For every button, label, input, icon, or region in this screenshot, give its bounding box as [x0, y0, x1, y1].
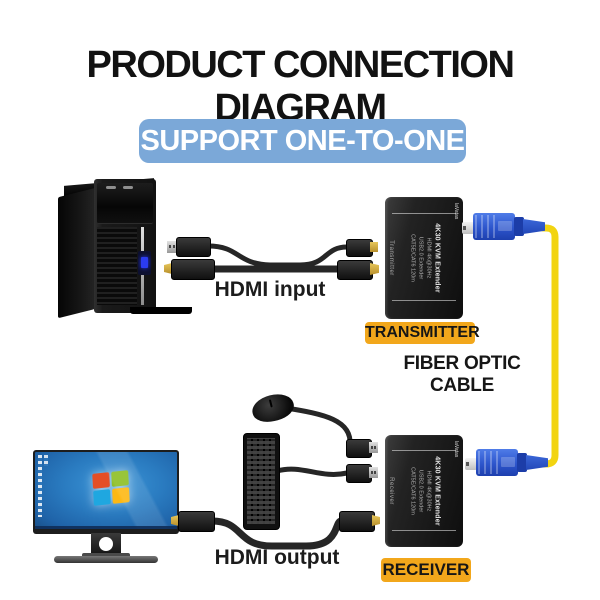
monitor-screen: [35, 452, 177, 529]
receiver-side-label: Receiver: [388, 477, 394, 505]
monitor-stand-neck: [91, 533, 121, 555]
screen-glare: [35, 452, 177, 529]
keyboard-cable: [274, 466, 350, 477]
device-brand: laVatas: [453, 441, 459, 458]
sc-ferrule: [465, 458, 477, 470]
pc-tower: [58, 178, 192, 319]
hdmi-output-cable: [208, 517, 345, 550]
monitor-base: [54, 556, 158, 563]
hdmi-plug-tip: [171, 515, 179, 526]
device-spec-line: CAT5E/CAT6 120m: [409, 467, 416, 515]
hdmi-plug: [171, 259, 215, 280]
taskbar: [35, 526, 177, 529]
transmitter-badge: TRANSMITTER: [365, 322, 480, 344]
hdmi-plug-tip: [164, 263, 172, 274]
pc-drive-bay: [97, 183, 153, 224]
monitor-stand: [82, 553, 130, 558]
device-spec-line: HDMI 4K@30Hz: [425, 470, 432, 512]
desktop-icons: [38, 455, 42, 517]
device-spec-line: 4K30 KVM Extender: [433, 456, 441, 526]
sc-ferrule: [462, 222, 474, 234]
mouse-scroll: [268, 399, 273, 408]
usb-plug: [346, 239, 373, 257]
device-brand: laVatas: [453, 203, 459, 220]
device-groove: [392, 300, 456, 301]
hdmi-plug: [339, 511, 375, 532]
sc-fiber-connector: [462, 213, 546, 243]
receiver-badge: RECEIVER: [381, 558, 471, 582]
usb-plug-tip: [167, 241, 177, 253]
device-groove: [392, 450, 456, 451]
keyboard: [243, 433, 280, 530]
hdmi-plug: [337, 260, 373, 280]
sc-boot: [526, 455, 548, 470]
pc-front-panel: [94, 179, 192, 314]
hdmi-plug-tip: [372, 515, 380, 526]
device-spec-line: USB2.0 Extender: [417, 236, 424, 280]
pc-side-panel: [58, 188, 95, 319]
receiver-device: laVatas Receiver 4K30 KVM Extender HDMI …: [385, 435, 463, 547]
pc-vent-ribs: [97, 227, 137, 305]
monitor: [33, 450, 179, 563]
pc-led-light: [141, 257, 148, 268]
device-groove: [392, 530, 456, 531]
usb-plug: [176, 237, 211, 257]
device-spec-line: 4K30 KVM Extender: [433, 223, 441, 293]
device-groove: [392, 213, 456, 214]
device-spec-line: CAT5E/CAT6 120m: [409, 234, 416, 282]
hdmi-plug: [178, 511, 215, 532]
page-title: PRODUCT CONNECTION DIAGRAM: [86, 44, 515, 129]
device-spec-text: 4K30 KVM Extender HDMI 4K@30Hz USB2.0 Ex…: [408, 203, 441, 313]
pc-base: [130, 307, 192, 314]
transmitter-device: laVatas Transmitter 4K30 KVM Extender HD…: [385, 197, 463, 319]
sc-body: [473, 213, 515, 240]
sc-collar: [514, 217, 524, 236]
usb-plug-tip: [369, 442, 378, 453]
sc-fiber-connector: [465, 449, 549, 479]
monitor-frame: [33, 450, 179, 534]
usb-plug-tip: [370, 242, 378, 252]
sc-collar: [517, 453, 527, 472]
device-spec-text: 4K30 KVM Extender HDMI 4K@30Hz USB2.0 Ex…: [408, 436, 441, 546]
pc-drive-button: [106, 186, 116, 189]
hdmi-output-label: HDMI output: [214, 546, 340, 569]
transmitter-side-label: Transmitter: [388, 240, 394, 276]
fiber-optic-cable-label: FIBER OPTIC CABLE: [403, 353, 521, 396]
mouse-cable: [283, 405, 353, 448]
usb-plug-tip: [369, 467, 378, 478]
sc-boot: [523, 219, 545, 234]
hdmi-input-label: HDMI input: [214, 278, 326, 301]
sc-body: [476, 449, 518, 476]
usb-input-cable: [205, 243, 350, 268]
hdmi-plug-tip: [370, 263, 379, 275]
device-spec-line: HDMI 4K@30Hz: [425, 237, 432, 279]
support-badge: SUPPORT ONE-TO-ONE: [139, 119, 466, 163]
pc-led-display: [138, 251, 151, 275]
keyboard-keys: [247, 438, 275, 524]
device-spec-line: USB2.0 Extender: [417, 469, 424, 513]
fiber-optic-cable: [539, 224, 559, 468]
stand-hole: [99, 537, 113, 551]
desktop-icons: [44, 455, 48, 466]
pc-drive-button: [123, 186, 133, 189]
